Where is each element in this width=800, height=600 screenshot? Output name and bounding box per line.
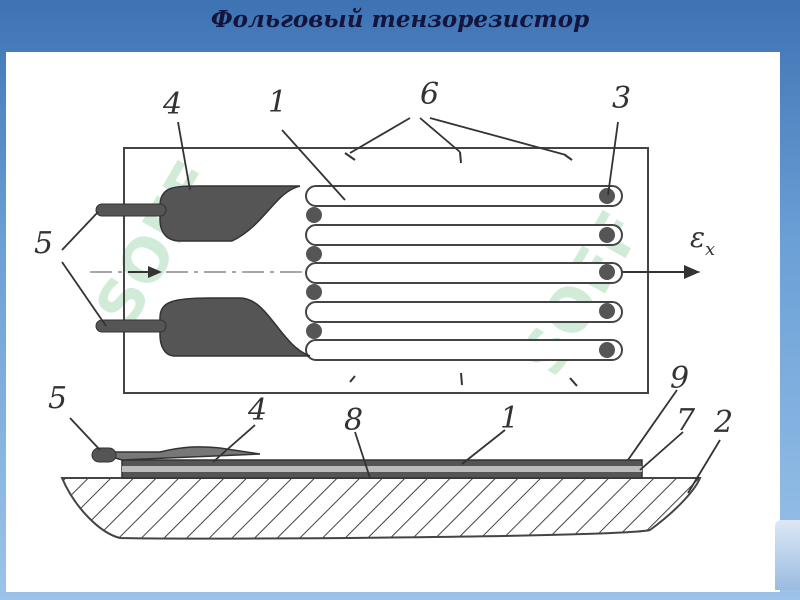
loop-cap-right-4	[599, 303, 615, 319]
lead-end-section	[91, 447, 117, 463]
substrate-section	[60, 477, 702, 540]
strain-arrow-right	[620, 265, 700, 279]
label-7: 7	[676, 403, 696, 438]
loop-cap-right-3	[599, 264, 615, 280]
label-5-top: 5	[34, 226, 53, 261]
foil-layer	[122, 466, 642, 472]
grid-strip-2	[305, 224, 623, 246]
loop-cap-left-2	[306, 246, 322, 262]
loop-cap-right-1	[599, 188, 615, 204]
carrier-frame	[123, 147, 649, 394]
label-2: 2	[713, 405, 733, 440]
slide-corner-decoration	[775, 520, 800, 590]
grid-strip-4	[305, 301, 623, 323]
label-1-top: 1	[268, 85, 287, 120]
lead-wire-bottom	[95, 319, 167, 333]
label-1-section: 1	[500, 401, 519, 436]
grid-strip-5	[305, 339, 623, 361]
orientation-marks	[344, 151, 578, 387]
slide-title: Фольговый тензорезистор	[210, 6, 590, 33]
lead-pad-section	[95, 446, 261, 461]
foil-grid	[305, 185, 623, 361]
leader-lines-section	[69, 389, 721, 494]
loop-cap-left-3	[306, 284, 322, 300]
label-8: 8	[344, 403, 363, 438]
strain-arrow-left	[128, 266, 162, 278]
contact-pad-bottom	[159, 297, 311, 357]
loop-cap-left-1	[306, 207, 322, 223]
label-4-top: 4	[162, 87, 182, 122]
label-5-section: 5	[48, 381, 67, 416]
label-6: 6	[420, 77, 439, 112]
strain-label: εx	[690, 221, 715, 260]
section-view	[60, 446, 702, 540]
label-9: 9	[670, 361, 689, 396]
loop-cap-left-4	[306, 323, 322, 339]
grid-strip-1	[305, 185, 623, 207]
label-4-section: 4	[247, 393, 267, 428]
loop-cap-right-2	[599, 227, 615, 243]
leader-lines-top	[61, 117, 619, 327]
loop-cap-right-5	[599, 342, 615, 358]
grid-strip-3	[305, 262, 623, 284]
label-3: 3	[612, 81, 631, 116]
contact-pad-top	[159, 185, 301, 242]
lead-wire-top	[95, 203, 167, 217]
